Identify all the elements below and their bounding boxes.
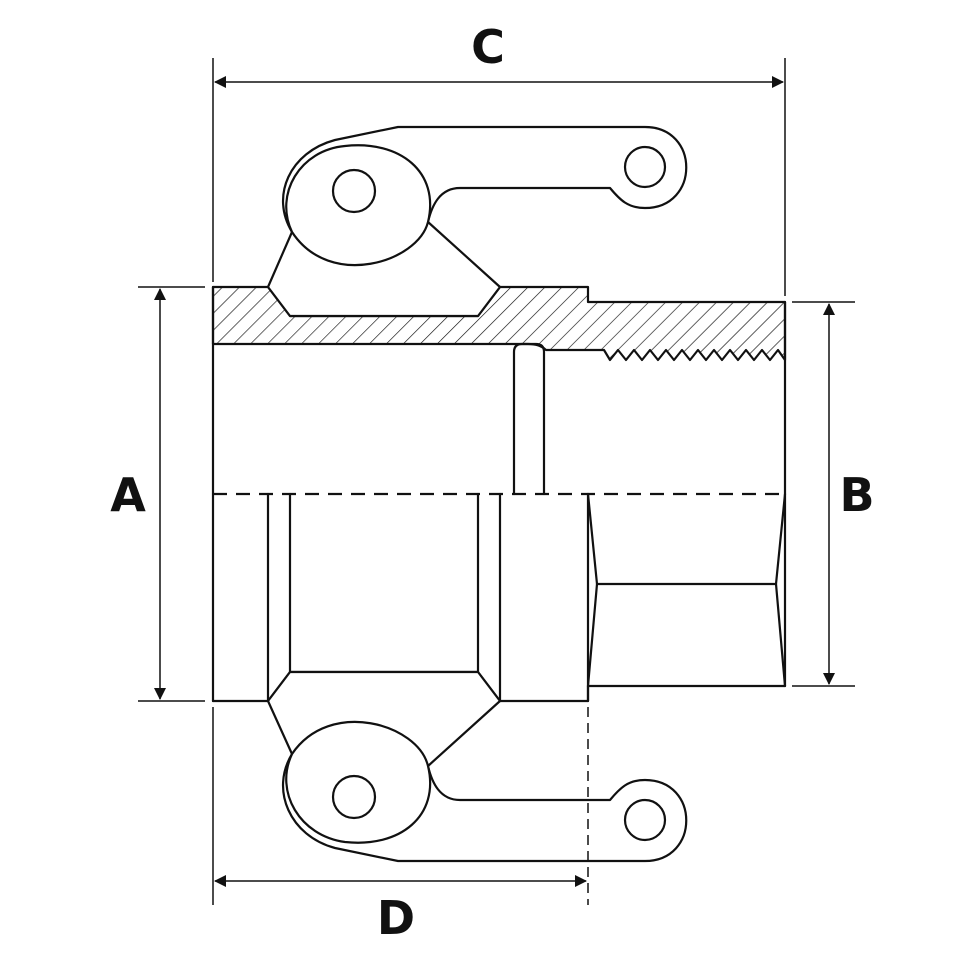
upper-cam-pivot-hole — [331, 168, 377, 214]
lower-cam-pivot-hole — [331, 774, 377, 820]
dimension-a-label: A — [110, 468, 146, 522]
lower-handle-ring-hole — [623, 798, 667, 842]
dimension-d: D — [212, 707, 589, 945]
dimension-c: C — [212, 20, 786, 296]
dimension-c-label: C — [471, 20, 505, 74]
dimension-b-label: B — [839, 468, 874, 522]
upper-cam-arm — [266, 125, 688, 318]
dimension-d-label: D — [377, 891, 415, 945]
lower-cam-arm — [266, 670, 688, 863]
upper-handle-ring-hole — [623, 145, 667, 189]
dimension-a: A — [110, 286, 205, 702]
dimension-b: B — [792, 301, 875, 687]
